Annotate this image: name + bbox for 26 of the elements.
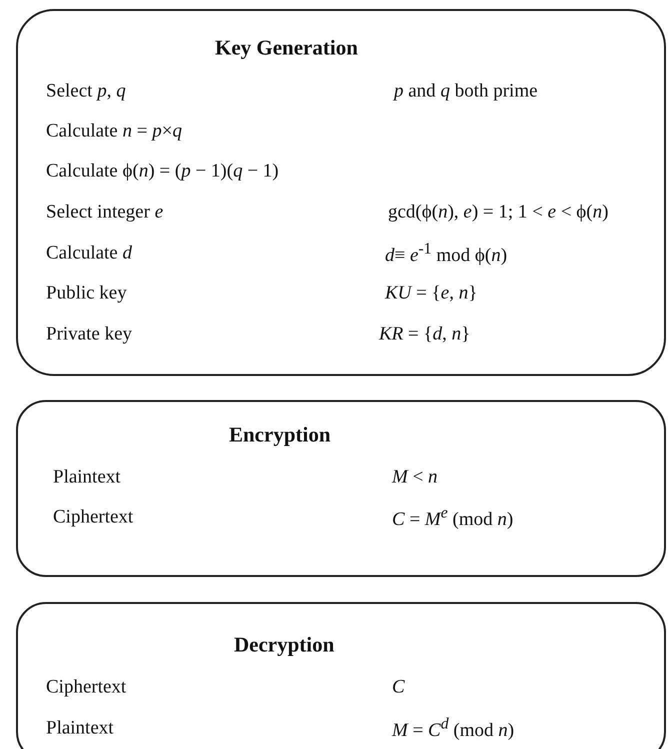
step-label: Plaintext	[46, 718, 114, 740]
step-label: Select p, q	[46, 80, 126, 104]
step-label: Select integer e	[46, 202, 164, 224]
section-heading: Key Generation	[215, 35, 358, 61]
formula-text: gcd(ϕ(n), e) = 1; 1 < e < ϕ(n)	[388, 202, 608, 224]
step-label: Calculate d	[46, 242, 132, 266]
step-label: Calculate ϕ(n) = (p − 1)(q − 1)	[46, 160, 279, 184]
step-label: Private key	[46, 324, 132, 346]
rounded-section-box	[16, 602, 666, 749]
rounded-section-box	[16, 9, 666, 376]
step-label: Public key	[46, 282, 127, 306]
step-label: Ciphertext	[46, 676, 126, 700]
formula-text: KU = {e, n}	[385, 282, 478, 306]
step-label: Plaintext	[53, 466, 121, 490]
formula-text: d≡ e$^{-1}$ mod ϕ(n)	[385, 240, 508, 268]
section-heading: Encryption	[229, 422, 331, 448]
formula-text: M < n	[392, 466, 438, 490]
formula-text: C	[392, 676, 405, 700]
section-heading: Decryption	[234, 632, 334, 658]
formula-text: KR = {d, n}	[379, 324, 470, 346]
step-label: Ciphertext	[53, 506, 134, 530]
formula-text: M = C$^{d}$ (mod n)	[392, 715, 514, 743]
rounded-section-box	[16, 400, 666, 577]
formula-text: p and q both prime	[394, 80, 538, 104]
step-label: Calculate n = p×q	[46, 120, 182, 144]
formula-text: C = M$^{e}$ (mod n)	[392, 504, 514, 532]
